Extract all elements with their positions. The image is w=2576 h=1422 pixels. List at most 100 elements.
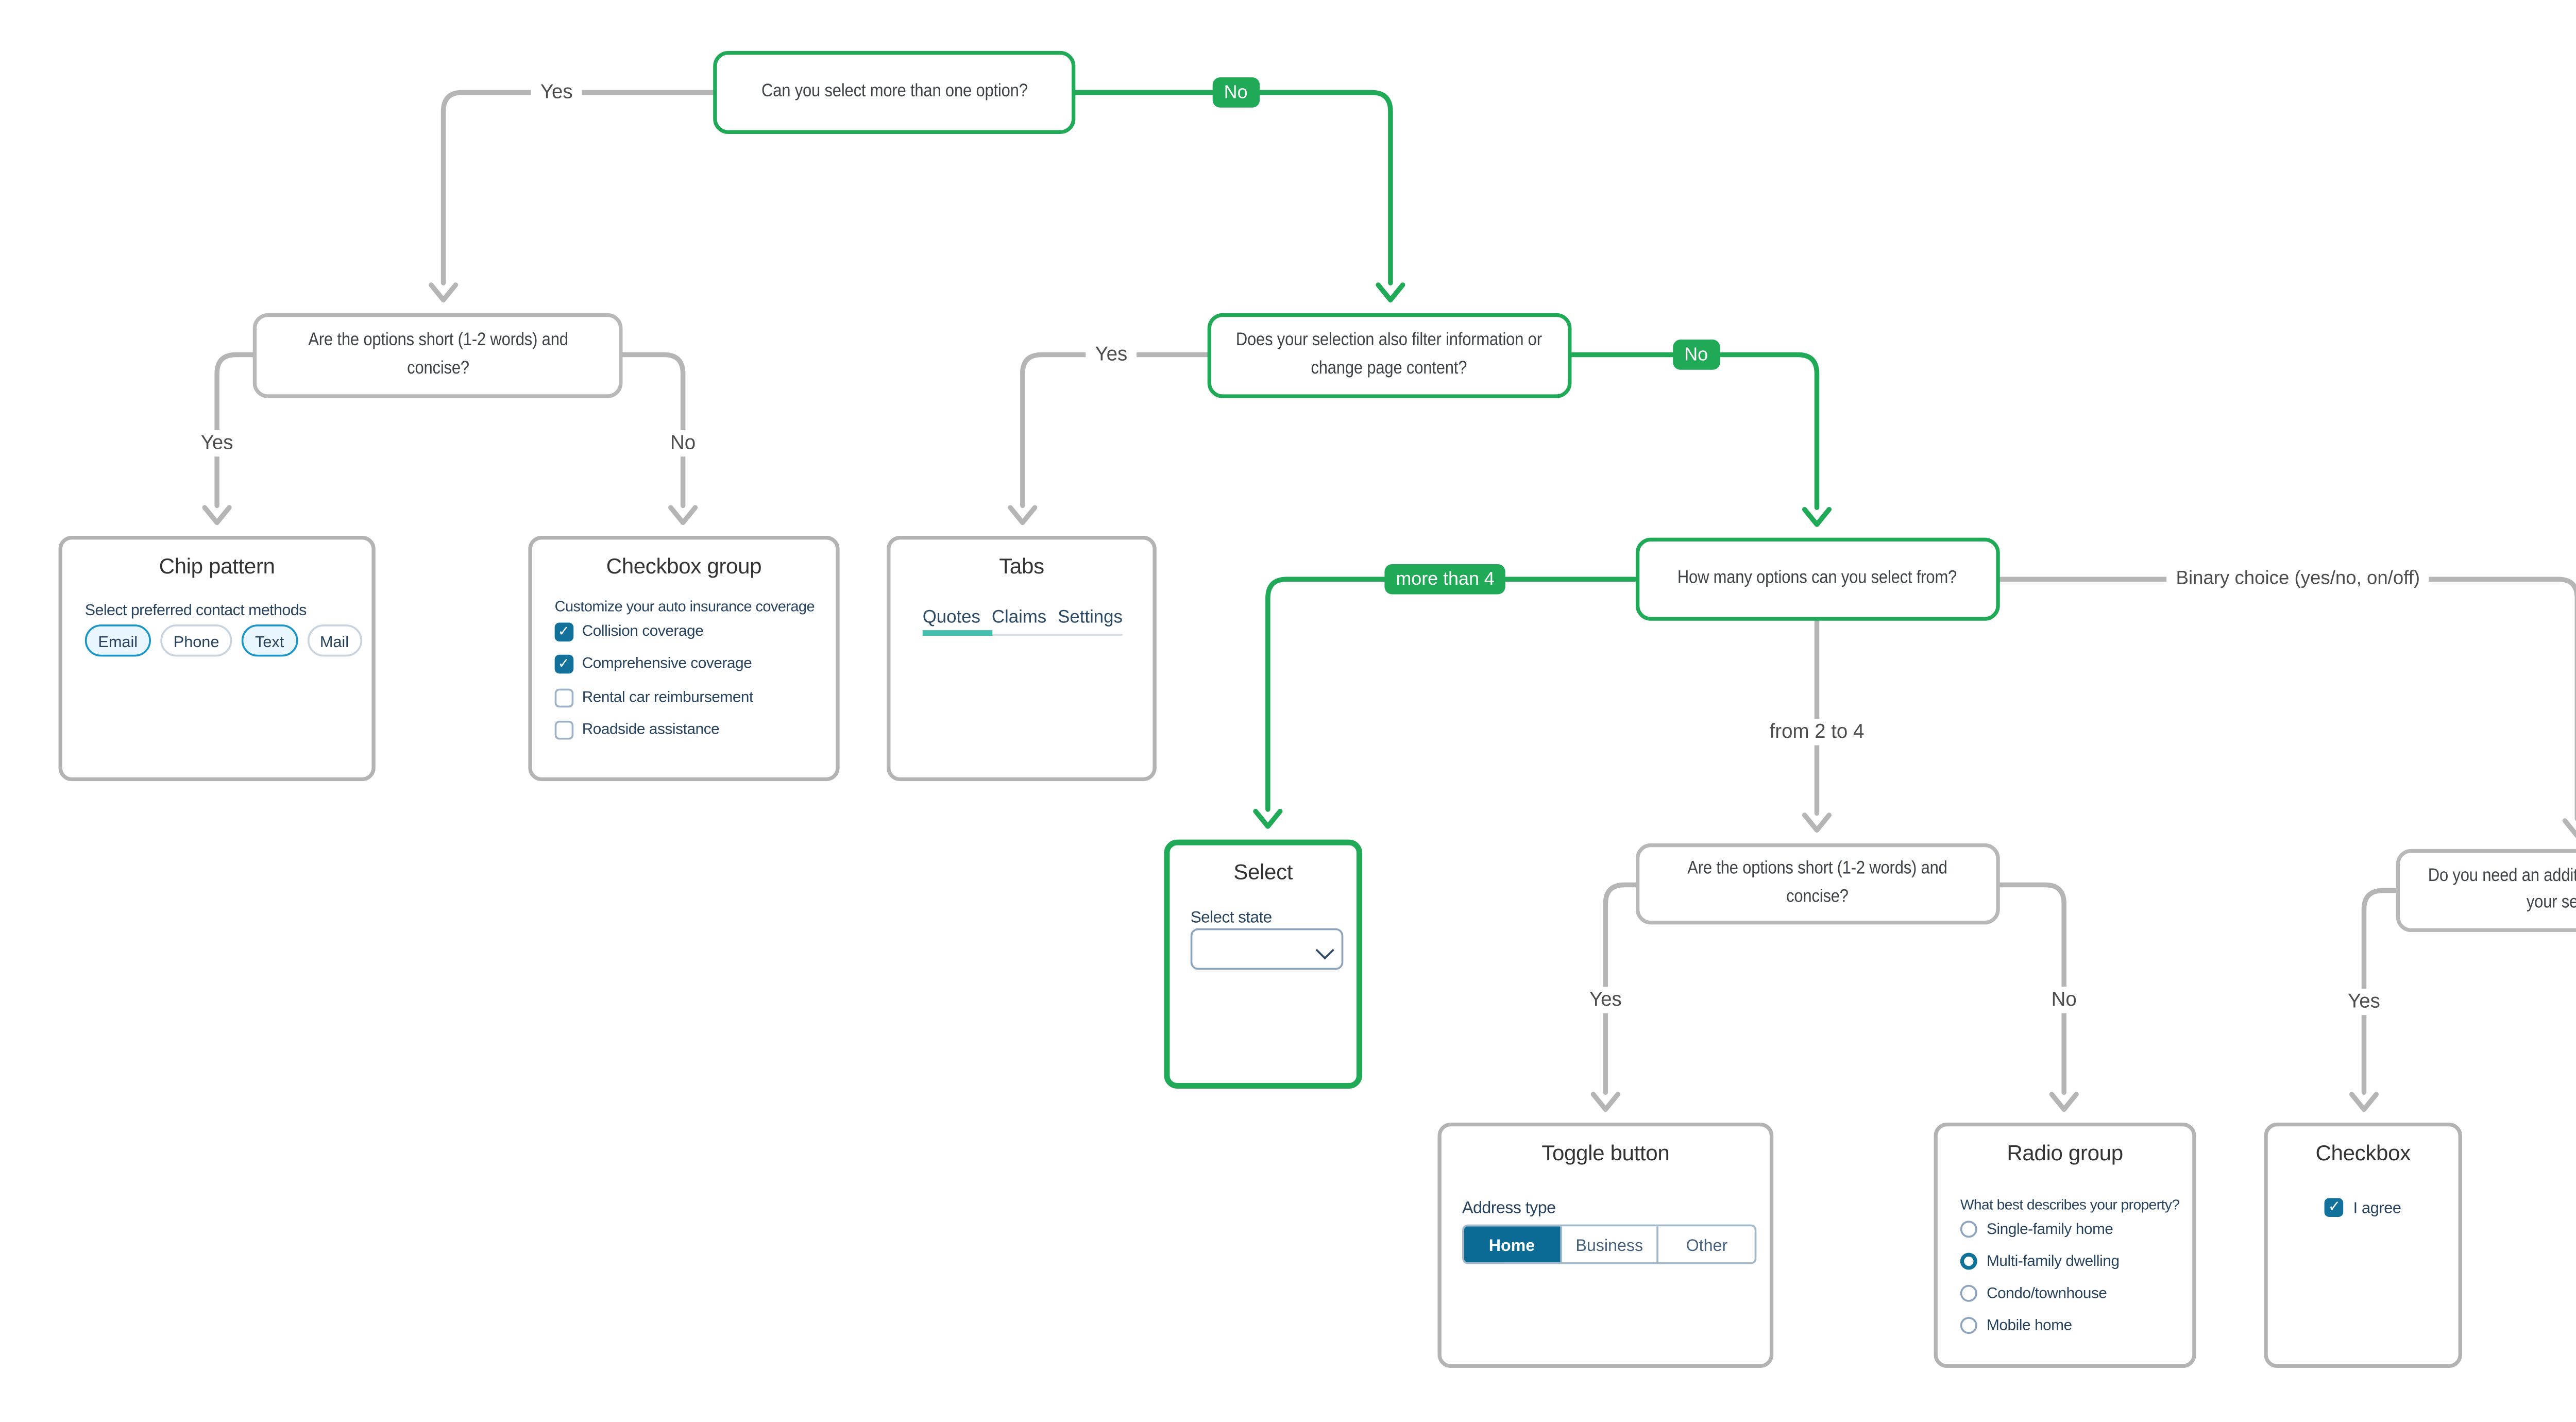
- card-title: Checkbox: [2315, 1143, 2411, 1166]
- edge-badge-no: No: [1212, 77, 1259, 108]
- radio-option-row[interactable]: Single-family home: [1960, 1221, 2113, 1238]
- checkbox-option-label: Collision coverage: [582, 623, 704, 640]
- checkbox-option-row[interactable]: ✓ Comprehensive coverage: [554, 654, 752, 673]
- edge-q4-binary-line: [1997, 577, 2576, 838]
- checkbox-option-label: Comprehensive coverage: [582, 655, 752, 672]
- chip-group-label: Select preferred contact methods: [84, 600, 307, 619]
- edge-q3-no-line: [1569, 352, 1832, 527]
- chip-text[interactable]: Text: [242, 624, 297, 657]
- checkbox-option-row[interactable]: Rental car reimbursement: [554, 688, 754, 707]
- select-dropdown[interactable]: [1190, 928, 1344, 970]
- gray-connectors: [202, 90, 2576, 1112]
- tabs-card: Tabs Quotes Claims Settings: [887, 536, 1157, 782]
- decision-filters-content: Does your selection also filter informat…: [1207, 313, 1572, 398]
- radio-unselected-icon[interactable]: [1960, 1221, 1977, 1238]
- decision-text: Can you select more than one option?: [761, 81, 1028, 102]
- edge-label-binary-choice: Binary choice (yes/no, on/off): [2166, 567, 2430, 592]
- edge-label-yes: Yes: [1086, 341, 1137, 368]
- radio-option-row[interactable]: Mobile home: [1960, 1317, 2072, 1334]
- radio-group-card: Radio group What best describes your pro…: [1934, 1122, 2196, 1368]
- edge-label-yes: Yes: [2338, 988, 2390, 1015]
- radio-selected-icon[interactable]: [1960, 1252, 1977, 1270]
- tab-quotes[interactable]: Quotes: [922, 607, 980, 629]
- tab-divider: [922, 634, 1123, 636]
- segment-home[interactable]: Home: [1464, 1226, 1560, 1262]
- card-title: Chip pattern: [159, 556, 275, 580]
- checkbox-option-row[interactable]: Roadside assistance: [554, 720, 720, 739]
- radio-option-label: Condo/townhouse: [1987, 1284, 2107, 1302]
- decision-options-short-2: Are the options short (1-2 words) and co…: [1635, 843, 2000, 925]
- edge-q5-yes-line: [1590, 882, 1638, 1112]
- edge-label-yes: Yes: [191, 430, 243, 457]
- checkbox-unchecked-icon[interactable]: [554, 720, 573, 739]
- select-card: Select Select state: [1164, 839, 1362, 1089]
- edge-label-yes: Yes: [531, 79, 582, 106]
- card-title: Radio group: [2007, 1143, 2123, 1166]
- agree-label: I agree: [2353, 1198, 2401, 1217]
- chip-phone[interactable]: Phone: [160, 624, 233, 657]
- edge-label-from-2-to-4: from 2 to 4: [1760, 719, 1874, 746]
- toggle-group-label: Address type: [1462, 1198, 1556, 1217]
- decision-text: Are the options short (1-2 words) and co…: [1688, 859, 1948, 907]
- checkbox-checked-icon[interactable]: ✓: [554, 654, 573, 673]
- checkbox-option-label: Roadside assistance: [582, 721, 720, 738]
- edge-q1-no-line: [1073, 90, 1405, 303]
- radio-option-row[interactable]: Multi-family dwelling: [1960, 1252, 2120, 1270]
- card-title: Checkbox group: [606, 556, 762, 580]
- tab-claims[interactable]: Claims: [991, 607, 1047, 629]
- chip-mail[interactable]: Mail: [307, 624, 362, 657]
- checkbox-checked-icon[interactable]: ✓: [554, 622, 573, 641]
- segment-business[interactable]: Business: [1560, 1226, 1657, 1262]
- edge-q4-more-line: [1253, 577, 1638, 829]
- chip-pattern-card: Chip pattern Select preferred contact me…: [58, 536, 376, 782]
- checkbox-checked-icon[interactable]: ✓: [2325, 1198, 2344, 1217]
- decision-text: How many options can you select from?: [1678, 567, 1958, 589]
- chevron-down-icon: [1316, 941, 1334, 958]
- radio-option-label: Single-family home: [1987, 1221, 2113, 1238]
- edge-q3-yes-line: [1008, 352, 1210, 526]
- decision-confirm-action: Do you need an additional action to conf…: [2396, 849, 2576, 933]
- edge-badge-no: No: [1673, 340, 1720, 370]
- radio-unselected-icon[interactable]: [1960, 1317, 1977, 1334]
- tab-settings[interactable]: Settings: [1058, 607, 1123, 629]
- decision-text: Are the options short (1-2 words) and co…: [308, 330, 568, 379]
- radio-unselected-icon[interactable]: [1960, 1284, 1977, 1302]
- green-connectors: [1073, 90, 1832, 829]
- edge-badge-more-than-4: more than 4: [1384, 564, 1506, 595]
- card-title: Select: [1233, 862, 1293, 885]
- checkbox-card: Checkbox ✓ I agree: [2264, 1122, 2462, 1368]
- active-tab-underline: [922, 631, 993, 637]
- decision-text: Does your selection also filter informat…: [1236, 330, 1543, 379]
- card-title: Tabs: [999, 556, 1044, 580]
- checkbox-group-card: Checkbox group Customize your auto insur…: [528, 536, 840, 782]
- edge-label-no: No: [660, 430, 705, 457]
- checkbox-group-label: Customize your auto insurance coverage: [554, 598, 815, 615]
- edge-q5-no-line: [1997, 882, 2079, 1112]
- checkbox-option-label: Rental car reimbursement: [582, 689, 754, 706]
- select-label: Select state: [1190, 907, 1272, 927]
- edge-label-yes: Yes: [1580, 987, 1632, 1013]
- segmented-control: Home Business Other: [1462, 1224, 1757, 1264]
- card-title: Toggle button: [1541, 1143, 1670, 1166]
- radio-option-label: Multi-family dwelling: [1987, 1252, 2120, 1270]
- chip-row: Email Phone Text Mail: [84, 624, 362, 657]
- decision-options-short-1: Are the options short (1-2 words) and co…: [252, 313, 623, 398]
- segment-other[interactable]: Other: [1657, 1226, 1755, 1262]
- radio-group-label: What best describes your property?: [1960, 1196, 2180, 1213]
- radio-option-row[interactable]: Condo/townhouse: [1960, 1284, 2107, 1302]
- edge-label-no: No: [2042, 987, 2087, 1013]
- decision-how-many-options: How many options can you select from?: [1635, 537, 2000, 621]
- edge-q2-no-line: [620, 352, 698, 526]
- checkbox-option-row[interactable]: ✓ Collision coverage: [554, 622, 704, 641]
- radio-option-label: Mobile home: [1987, 1317, 2072, 1334]
- toggle-button-card: Toggle button Address type Home Business…: [1437, 1122, 1774, 1368]
- edge-q4-middle-line: [1802, 618, 1832, 833]
- edge-q2-yes-line: [202, 352, 256, 526]
- edge-q6-yes-line: [2349, 888, 2399, 1112]
- decision-multi-select: Can you select more than one option?: [713, 50, 1076, 134]
- agree-checkbox-row[interactable]: ✓ I agree: [2268, 1198, 2459, 1217]
- checkbox-unchecked-icon[interactable]: [554, 688, 573, 707]
- chip-email[interactable]: Email: [84, 624, 151, 657]
